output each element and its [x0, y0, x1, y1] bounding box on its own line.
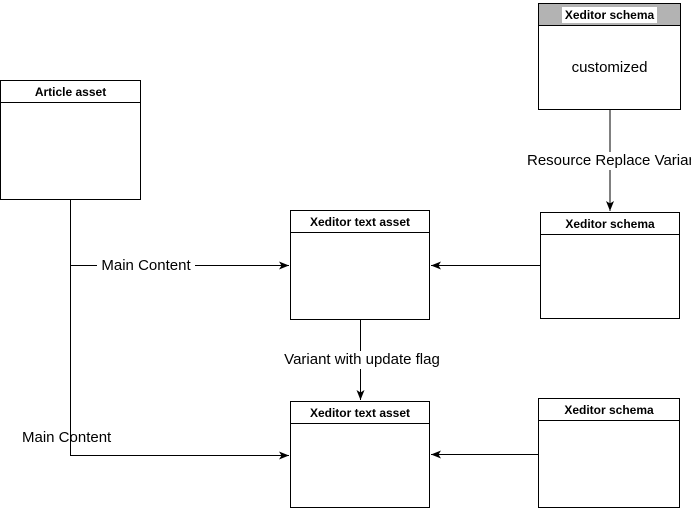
- node-body: [291, 424, 429, 507]
- node-title: Xeditor text asset: [291, 402, 429, 424]
- edge-label-variant-with-update-flag: Variant with update flag: [276, 351, 448, 369]
- node-article-asset[interactable]: Article asset: [0, 80, 141, 200]
- node-body: [1, 103, 140, 199]
- node-xeditor-text-asset-mid[interactable]: Xeditor text asset: [290, 210, 430, 320]
- node-xeditor-schema-customized[interactable]: Xeditor schema customized: [538, 3, 681, 110]
- node-body-text: customized: [571, 59, 648, 76]
- node-title: Article asset: [1, 81, 140, 103]
- edge-label-resource-replace-variant: Resource Replace Variant: [527, 152, 691, 170]
- node-title: Xeditor text asset: [291, 211, 429, 233]
- node-title-text: Xeditor text asset: [309, 405, 411, 420]
- node-body: [539, 421, 679, 507]
- node-xeditor-schema-bottom[interactable]: Xeditor schema: [538, 398, 680, 508]
- node-xeditor-schema-mid[interactable]: Xeditor schema: [540, 212, 680, 319]
- node-title: Xeditor schema: [539, 399, 679, 421]
- node-title: Xeditor schema: [539, 4, 680, 26]
- node-body: customized: [539, 26, 680, 109]
- edge-label-main-content-top: Main Content: [97, 257, 195, 275]
- node-body: [541, 235, 679, 318]
- edge-label-main-content-bottom: Main Content: [22, 429, 112, 446]
- node-body: [291, 233, 429, 319]
- node-xeditor-text-asset-bottom[interactable]: Xeditor text asset: [290, 401, 430, 508]
- node-title-text: Xeditor schema: [564, 402, 654, 417]
- node-title-text: Article asset: [34, 84, 107, 99]
- node-title-text: Xeditor schema: [561, 6, 658, 23]
- node-title: Xeditor schema: [541, 213, 679, 235]
- node-title-text: Xeditor schema: [565, 216, 655, 231]
- node-title-text: Xeditor text asset: [309, 214, 411, 229]
